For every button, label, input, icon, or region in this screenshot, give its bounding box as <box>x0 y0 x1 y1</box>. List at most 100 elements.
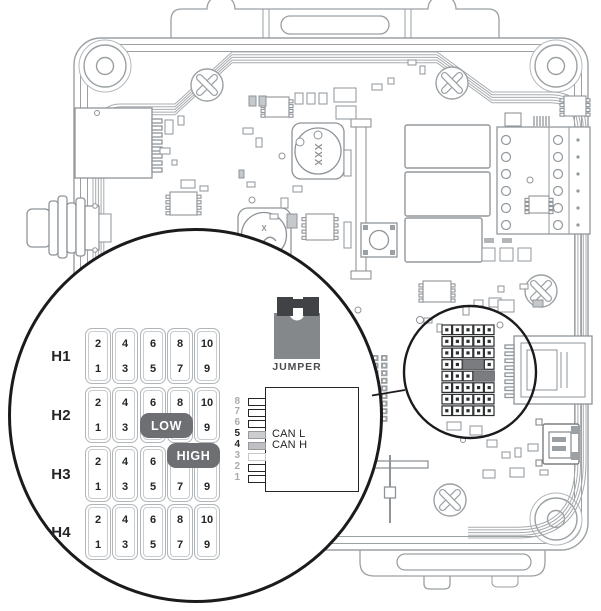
passive-component <box>199 185 209 192</box>
barcode-label <box>504 112 550 127</box>
top-mounting-plate <box>170 0 500 38</box>
pin-number: 2 <box>94 397 102 409</box>
passive-component <box>180 179 196 189</box>
passive-component <box>419 65 426 75</box>
test-point <box>295 137 305 147</box>
pin-number: 4 <box>121 514 129 526</box>
pin-number: 5 <box>149 481 157 493</box>
phillips-screw-1 <box>190 68 224 102</box>
pin-number: 3 <box>121 363 129 375</box>
pin-number: 5 <box>149 363 157 375</box>
mounting-boss-top-right <box>529 39 583 93</box>
passive-component <box>306 92 316 105</box>
jumper-icon <box>274 297 320 359</box>
phillips-screw-4 <box>433 483 467 517</box>
buzzer-text: X <box>261 224 267 233</box>
passive-component <box>519 283 529 290</box>
pin-number: 10 <box>200 338 214 350</box>
connector-pin-stub-8 <box>248 398 266 406</box>
connector-pin-stub-7 <box>248 408 266 417</box>
pin-number: 8 <box>176 338 184 350</box>
pin-number: 3 <box>121 539 129 551</box>
passive-component <box>238 169 245 179</box>
pin-number: 4 <box>121 338 129 350</box>
left-io-connector <box>74 107 163 179</box>
passive-component <box>248 95 257 107</box>
pin-number: 2 <box>94 514 102 526</box>
pin-number: 1 <box>94 422 102 434</box>
relay-block <box>404 124 491 263</box>
connector-pin-number-7: 7 <box>234 406 240 418</box>
pin-number: 1 <box>94 539 102 551</box>
pin-number: 5 <box>149 539 157 551</box>
passive-component <box>387 77 395 85</box>
passive-component <box>294 92 304 105</box>
relay-3 <box>404 217 483 263</box>
relay-2 <box>404 171 491 217</box>
test-point <box>496 321 504 329</box>
pin-number: 1 <box>94 481 102 493</box>
connector-pin-stub-4 <box>248 441 266 450</box>
jumper-icon-label: JUMPER <box>272 361 322 373</box>
low-jumper-badge: LOW <box>140 413 193 438</box>
passive-component <box>482 469 496 479</box>
connector-pin-stub-5 <box>248 430 266 439</box>
soic-chip <box>165 191 202 216</box>
rj45-connector <box>504 335 593 405</box>
header-row-label-H4: H4 <box>51 523 71 541</box>
connector-pin-number-1: 1 <box>234 472 240 483</box>
installed-jumper <box>462 358 485 371</box>
passive-component <box>286 213 298 229</box>
passive-component <box>407 59 417 66</box>
pin-number: 4 <box>121 397 129 409</box>
pin-number: 7 <box>176 539 184 551</box>
pin-number: 6 <box>149 514 157 526</box>
passive-component <box>318 92 328 105</box>
high-jumper-badge: HIGH <box>167 443 220 468</box>
pin-number: 8 <box>176 397 184 409</box>
soic-chip <box>301 213 339 241</box>
passive-component <box>164 119 174 135</box>
passive-component <box>255 137 263 148</box>
passive-component <box>509 467 525 478</box>
passive-component <box>333 87 357 103</box>
pin-number: 3 <box>121 481 129 493</box>
soic-chip <box>418 280 456 303</box>
soic-chip <box>524 195 554 215</box>
connector-pin-number-8: 8 <box>234 395 240 407</box>
passive-component <box>446 421 462 431</box>
passive-component <box>292 185 303 193</box>
pin-number: 6 <box>149 338 157 350</box>
callout-circle <box>402 304 538 440</box>
jumper-header-block <box>441 324 495 417</box>
passive-component <box>539 469 549 476</box>
passive-component <box>177 115 185 126</box>
signal-label-can-l: CAN L <box>272 427 306 440</box>
passive-component <box>242 127 254 135</box>
pin-number: 7 <box>176 481 184 493</box>
soic-chip <box>559 95 591 117</box>
pin-number: 10 <box>200 514 214 526</box>
passive-component <box>371 83 383 91</box>
test-point <box>248 196 256 204</box>
signal-label-can-h: CAN H <box>272 438 308 451</box>
soic-chips <box>165 95 591 303</box>
pin-number: 1 <box>94 363 102 375</box>
daughter-card <box>343 118 372 280</box>
mounting-boss-top-left <box>78 39 132 93</box>
tactile-switch <box>360 222 398 258</box>
crystal-text: XXX <box>312 143 323 166</box>
passive-component <box>280 197 289 209</box>
